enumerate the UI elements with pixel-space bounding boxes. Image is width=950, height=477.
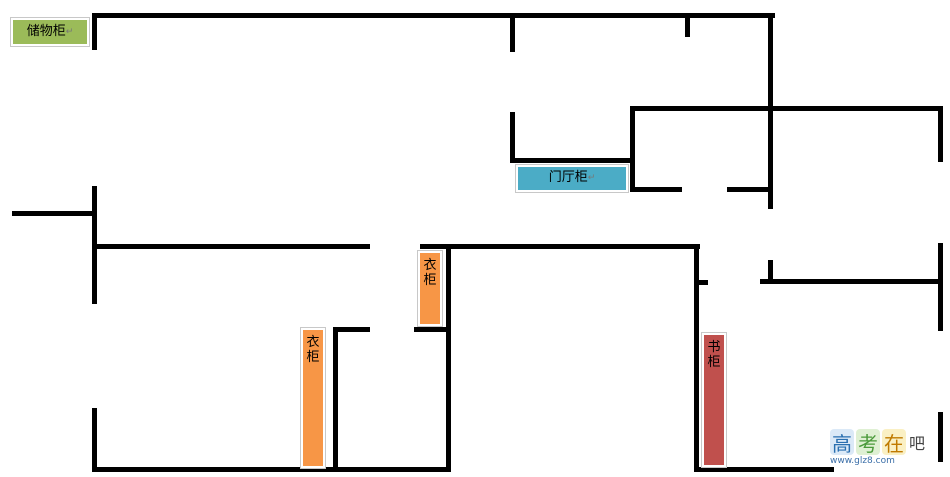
wall-bottom-left bbox=[92, 467, 451, 472]
entry-cabinet-label: 门厅柜 bbox=[548, 170, 588, 186]
wall-room-bottom-right bbox=[727, 187, 773, 192]
watermark-logo: 高 考 在 吧 www.glz8.com bbox=[830, 429, 942, 469]
wardrobe-large-label: 衣柜 bbox=[306, 335, 320, 365]
wall-top-stub bbox=[685, 13, 690, 37]
entry-cabinet: 门厅柜↵ bbox=[516, 165, 628, 192]
wall-top bbox=[92, 13, 775, 18]
wall-left-extension bbox=[12, 211, 97, 216]
wall-left-lower bbox=[92, 408, 97, 472]
wall-closet-top bbox=[333, 327, 370, 332]
wall-closet-vertical bbox=[333, 327, 338, 467]
watermark-url: www.glz8.com bbox=[830, 456, 895, 466]
bookcase: 书柜 bbox=[702, 333, 726, 467]
wall-entry-vertical bbox=[510, 112, 515, 160]
wall-bottom-right bbox=[694, 467, 834, 472]
wardrobe-small: 衣柜 bbox=[418, 251, 442, 326]
wall-upper-right-edge bbox=[938, 106, 943, 162]
wall-right-vertical bbox=[768, 13, 773, 209]
wall-study-top bbox=[760, 279, 943, 284]
watermark-glyph-3: 在 bbox=[882, 429, 906, 456]
wall-wardrobe-base bbox=[414, 327, 451, 332]
wall-right-edge-lower bbox=[938, 412, 943, 462]
storage-cabinet-label: 储物柜 bbox=[26, 23, 66, 39]
wall-bedroom-top bbox=[92, 244, 370, 249]
wall-center-top bbox=[420, 244, 700, 249]
wardrobe-large: 衣柜 bbox=[301, 328, 325, 468]
wall-right-edge-middle bbox=[938, 243, 943, 331]
wall-entry-cabinet-line bbox=[510, 158, 630, 163]
wall-upper-right-horizontal bbox=[630, 106, 943, 111]
wall-room-bottom-left bbox=[630, 187, 682, 192]
bookcase-label: 书柜 bbox=[707, 340, 721, 370]
wall-room-left bbox=[630, 106, 635, 192]
wall-left-upper bbox=[92, 13, 97, 50]
wardrobe-small-label: 衣柜 bbox=[423, 258, 437, 288]
wall-study-left bbox=[694, 244, 699, 472]
wall-right-stub bbox=[768, 260, 773, 282]
storage-cabinet: 储物柜↵ bbox=[11, 18, 89, 46]
wall-entry-stub bbox=[510, 13, 515, 52]
watermark-glyph-2: 考 bbox=[856, 429, 880, 456]
watermark-glyph-4: 吧 bbox=[908, 434, 925, 453]
wall-center-vertical bbox=[446, 244, 451, 472]
watermark-glyph-1: 高 bbox=[830, 429, 854, 456]
wall-study-stub bbox=[694, 280, 708, 285]
